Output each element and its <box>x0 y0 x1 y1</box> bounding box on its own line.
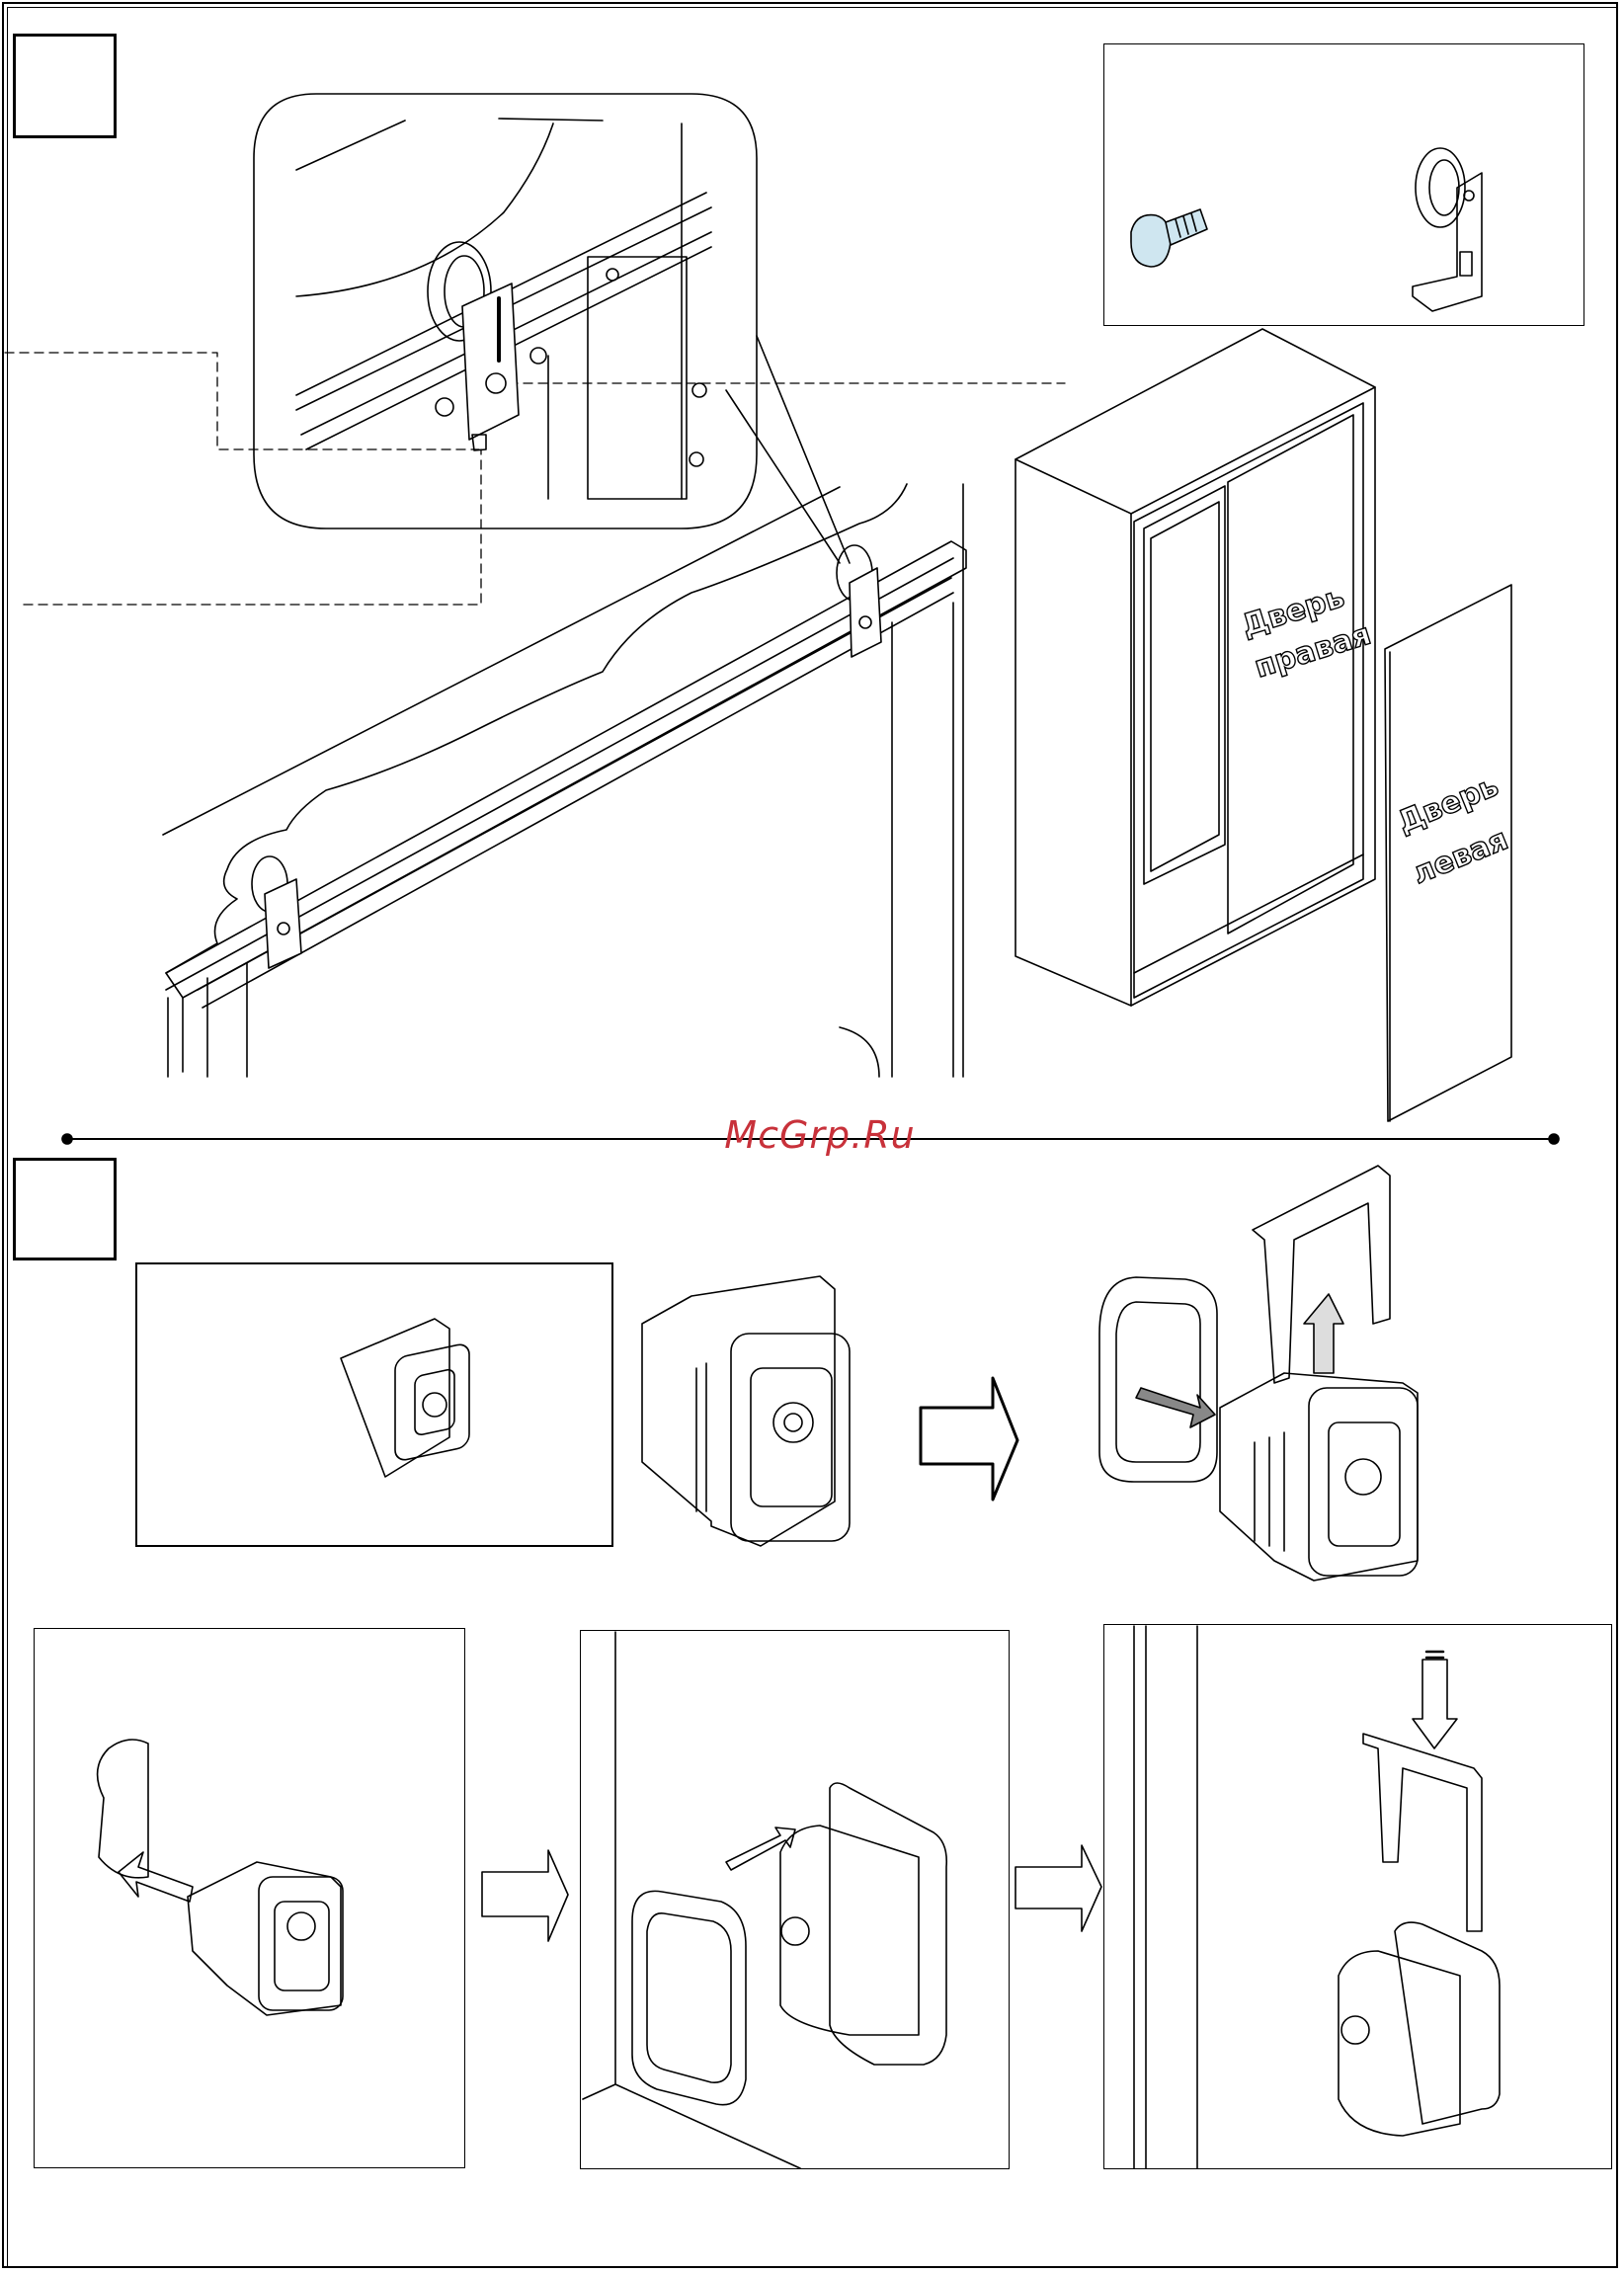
arrow-up-icon <box>1304 1294 1343 1373</box>
panel2-drawing <box>583 1632 946 2168</box>
roller-bracket-icon <box>1413 148 1482 311</box>
panel3-drawing <box>1134 1626 1500 2168</box>
lock-reference-drawing <box>341 1319 469 1477</box>
parts-drawing <box>1131 148 1482 311</box>
screw-icon <box>1131 209 1207 267</box>
arrow-diagonal-icon <box>726 1827 795 1870</box>
lock-disassembly-drawing <box>1099 1166 1418 1581</box>
lock-cylinder-large <box>642 1276 850 1546</box>
arrow-down-icon <box>1413 1660 1457 1748</box>
arrow-right-icon-2 <box>482 1850 568 1941</box>
rail-assembly-drawing <box>5 94 1065 1077</box>
arrow-right-icon <box>921 1378 1017 1500</box>
wardrobe-drawing <box>1015 329 1511 1121</box>
watermark-text: McGrp.Ru <box>711 1113 929 1157</box>
arrow-right-icon-3 <box>1015 1845 1101 1931</box>
arrow-insert-icon <box>1136 1388 1215 1427</box>
panel1-drawing <box>98 1740 343 2015</box>
